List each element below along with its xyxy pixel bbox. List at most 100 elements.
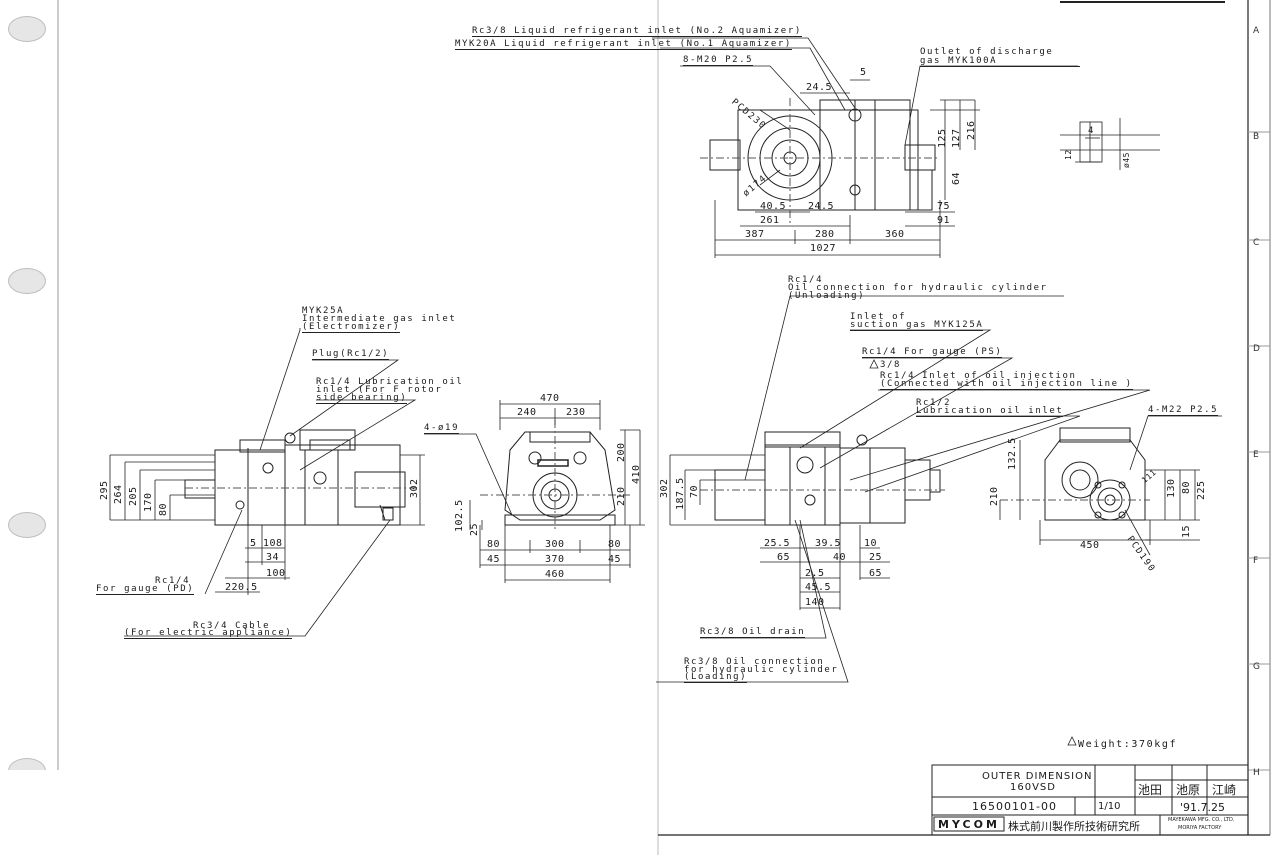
dim-1027: 1027 xyxy=(810,243,837,254)
dim-80-end: 80 xyxy=(1181,480,1192,494)
dim-370: 370 xyxy=(545,554,565,565)
binder-hole xyxy=(8,512,46,538)
label-8-m20: 8-M20 P2.5 xyxy=(683,55,754,66)
label-4-m22: 4-M22 P2.5 xyxy=(1148,405,1219,416)
dim-10: 10 xyxy=(864,538,878,549)
dim-225: 225 xyxy=(1196,480,1207,500)
left-view-dimension-lines xyxy=(109,328,425,637)
left-view-outline xyxy=(184,429,420,526)
zone-label: A xyxy=(1253,26,1260,36)
label-oil-injection-line: (Connected with oil injection line ) xyxy=(880,379,1133,390)
title-block-name-approved: 江崎 xyxy=(1212,783,1237,797)
dim-45-front-left: 45 xyxy=(487,554,501,565)
title-block-date: '91.7.25 xyxy=(1180,801,1226,814)
label-unloading: (Unloading) xyxy=(788,291,866,301)
title-block-name-drawn: 池田 xyxy=(1138,783,1163,797)
right-view-outline xyxy=(700,431,945,526)
dim-39-5: 39.5 xyxy=(815,538,842,549)
dim-264: 264 xyxy=(113,484,124,504)
revision-triangle xyxy=(869,359,879,369)
label-for-gauge-pd: For gauge (PD) xyxy=(96,584,195,595)
dim-40-right: 40 xyxy=(833,552,847,563)
dim-280: 280 xyxy=(815,229,835,240)
dim-45-front-right: 45 xyxy=(608,554,622,565)
label-myk25a: MYK25A xyxy=(302,306,345,316)
dim-360: 360 xyxy=(885,229,905,240)
dim-216: 216 xyxy=(966,120,977,140)
binder-hole xyxy=(8,16,46,42)
dim-45-5: 45.5 xyxy=(805,582,832,593)
label-lub-oil-inlet-3: side bearing) xyxy=(316,393,408,404)
dim-450: 450 xyxy=(1080,540,1100,551)
brand-logo: MYCOM xyxy=(938,818,1000,831)
zone-label: F xyxy=(1253,556,1259,566)
title-block-name-checked: 池原 xyxy=(1176,783,1201,797)
dim-387: 387 xyxy=(745,229,765,240)
dim-5: 5 xyxy=(860,67,867,78)
dim-300: 300 xyxy=(545,539,565,550)
scan-blank-area xyxy=(0,770,655,855)
dim-200: 200 xyxy=(616,442,627,462)
title-block-model: 160VSD xyxy=(1010,782,1056,793)
dim-80-left: 80 xyxy=(158,502,169,516)
label-outlet-discharge-gas: Outlet of discharge gas MYK100A xyxy=(920,48,1080,67)
dim-80-front-right: 80 xyxy=(608,539,622,550)
label-lub-oil-inlet-1: Rc1/4 Lubrication oil xyxy=(316,377,464,387)
label-inlet-of: Inlet of xyxy=(850,312,907,322)
dim-230: 230 xyxy=(566,407,586,418)
front-view-dimension-lines xyxy=(424,400,645,583)
label-rc12: Rc1/2 xyxy=(916,398,952,408)
weight-triangle xyxy=(1067,736,1077,746)
zone-label: C xyxy=(1253,238,1260,248)
label-suction-gas: suction gas MYK125A xyxy=(850,320,984,331)
label-hydraulic-cylinder: Oil connection for hydraulic cylinder xyxy=(788,283,1048,293)
dim-220-5: 220.5 xyxy=(225,582,258,593)
label-myk20a-liquid-inlet: MYK20A Liquid refrigerant inlet (No.1 Aq… xyxy=(455,39,792,50)
label-plug-rc12: Plug(Rc1/2) xyxy=(312,349,390,360)
label-lub-oil-inlet-2: inlet (For F rotor xyxy=(316,385,443,395)
dim-127: 127 xyxy=(951,128,962,148)
dim-410: 410 xyxy=(631,464,642,484)
dim-34: 34 xyxy=(266,552,280,563)
top-view-dimension-lines xyxy=(652,37,1078,258)
label-rc38-liquid-inlet: Rc3/8 Liquid refrigerant inlet (No.2 Aqu… xyxy=(472,26,802,37)
label-rc34-cable: Rc3/4 Cable xyxy=(193,621,271,631)
dim-2-5: 2.5 xyxy=(805,568,825,579)
label-electric-appliance: (For electric appliance) xyxy=(124,628,293,639)
title-block-scale: 1/10 xyxy=(1098,801,1121,812)
label-rc14-hydraulic: Rc1/4 xyxy=(788,275,824,285)
title-block-title: OUTER DIMENSION xyxy=(982,771,1093,782)
company-name-jp: 株式前川製作所技術研究所 xyxy=(1008,820,1140,833)
dim-470: 470 xyxy=(540,393,560,404)
zone-label: G xyxy=(1253,662,1260,672)
dim-132-5: 132.5 xyxy=(1007,437,1018,470)
dim-125: 125 xyxy=(937,128,948,148)
front-view-outline xyxy=(480,420,630,530)
dim-210-end: 210 xyxy=(989,486,1000,506)
dim-140: 140 xyxy=(805,597,825,608)
dim-295: 295 xyxy=(99,480,110,500)
dim-5-left: 5 xyxy=(250,538,257,549)
key-dim-4: 4 xyxy=(1088,126,1094,136)
dim-65-right-b: 65 xyxy=(869,568,883,579)
dim-108: 108 xyxy=(263,538,283,549)
label-electromizer: (Electromizer) xyxy=(302,322,401,333)
company-name-en: MAYEKAWA MFG. CO., LTD. xyxy=(1168,817,1235,823)
dim-25-front: 25 xyxy=(469,522,480,536)
top-view-outline xyxy=(700,98,940,225)
dim-65-right-a: 65 xyxy=(777,552,791,563)
dim-64: 64 xyxy=(951,171,962,185)
dim-100: 100 xyxy=(266,568,286,579)
end-view-dimension-lines xyxy=(999,415,1222,556)
label-oil-injection: Rc1/4 Inlet of oil injection xyxy=(880,371,1077,381)
label-oil-drain: Rc3/8 Oil drain xyxy=(700,627,806,638)
dim-102-5: 102.5 xyxy=(454,499,465,532)
dim-240: 240 xyxy=(517,407,537,418)
label-oil-connection: Rc3/8 Oil connection xyxy=(684,657,825,667)
key-dim-45: ø45 xyxy=(1122,152,1131,168)
dim-70: 70 xyxy=(689,484,700,498)
dim-210-front: 210 xyxy=(616,486,627,506)
label-gauge-ps: Rc1/4 For gauge (PS) xyxy=(862,347,1003,358)
dim-80-front-left: 80 xyxy=(487,539,501,550)
dim-130: 130 xyxy=(1166,478,1177,498)
